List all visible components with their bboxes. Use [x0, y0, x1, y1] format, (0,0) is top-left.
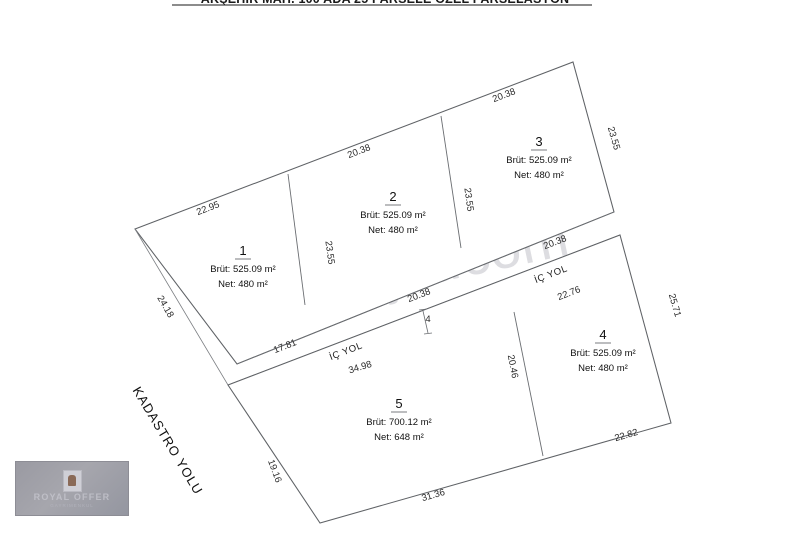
parcel-label-4: 4 Brüt: 525.09 m² Net: 480 m² [570, 327, 635, 374]
parcel-label-5: 5 Brüt: 700.12 m² Net: 648 m² [366, 396, 431, 443]
road-width-tick [422, 310, 429, 334]
dim-road-width: 4 [425, 314, 430, 325]
road-width-tick-top [418, 308, 428, 311]
parcel-label-2: 2 Brüt: 525.09 m² Net: 480 m² [360, 189, 425, 236]
parcel-2-brut: Brüt: 525.09 m² [360, 210, 425, 221]
dim-divider-2-3: 23.55 [461, 187, 475, 212]
building-icon [62, 469, 82, 492]
parcel-2-net: Net: 480 m² [368, 225, 418, 236]
parcel-1-brut: Brüt: 525.09 m² [210, 264, 275, 275]
parcel-label-3: 3 Brüt: 525.09 m² Net: 480 m² [506, 134, 571, 181]
dimensions-dividers: 23.55 23.55 20.46 [322, 187, 520, 379]
parcel-1-number: 1 [239, 243, 246, 258]
title-group: AKŞEHİR MAH. 100 ADA 25 PARSELE ÖZEL PAR… [172, 0, 592, 6]
page-title: AKŞEHİR MAH. 100 ADA 25 PARSELE ÖZEL PAR… [201, 0, 569, 6]
agency-logo-tagline: GAYRIMENKUL [50, 502, 94, 508]
kadastro-road-inner-edge [134, 228, 229, 386]
parcel-2-number: 2 [389, 189, 396, 204]
lower-block-outline [227, 234, 672, 524]
road-width-tick-bottom [423, 332, 433, 335]
parcel-1-net: Net: 480 m² [218, 279, 268, 290]
dim-parcel4-divider: 20.46 [505, 354, 520, 379]
agency-logo: ROYAL OFFER GAYRIMENKUL [15, 461, 129, 516]
parcel-5-net: Net: 648 m² [374, 432, 424, 443]
agency-logo-name: ROYAL OFFER [33, 491, 111, 502]
divider-parcel-2-3 [440, 115, 462, 249]
inner-road-north-edge [236, 211, 615, 365]
agency-logo-inner: ROYAL OFFER GAYRIMENKUL [16, 462, 128, 515]
parcel-4-brut: Brüt: 525.09 m² [570, 348, 635, 359]
parcel-4-number: 4 [599, 327, 606, 342]
dim-divider-1-2: 23.55 [322, 240, 336, 265]
parcel-3-net: Net: 480 m² [514, 170, 564, 181]
divider-parcel-4-5 [513, 311, 544, 457]
parcel-3-number: 3 [535, 134, 542, 149]
parcel-5-brut: Brüt: 700.12 m² [366, 417, 431, 428]
parcel-4-net: Net: 480 m² [578, 363, 628, 374]
parcel-geometry [134, 61, 672, 524]
parcel-5-number: 5 [395, 396, 402, 411]
parcel-3-brut: Brüt: 525.09 m² [506, 155, 571, 166]
parcel-label-1: 1 Brüt: 525.09 m² Net: 480 m² [210, 243, 275, 290]
divider-parcel-1-2 [287, 173, 306, 306]
